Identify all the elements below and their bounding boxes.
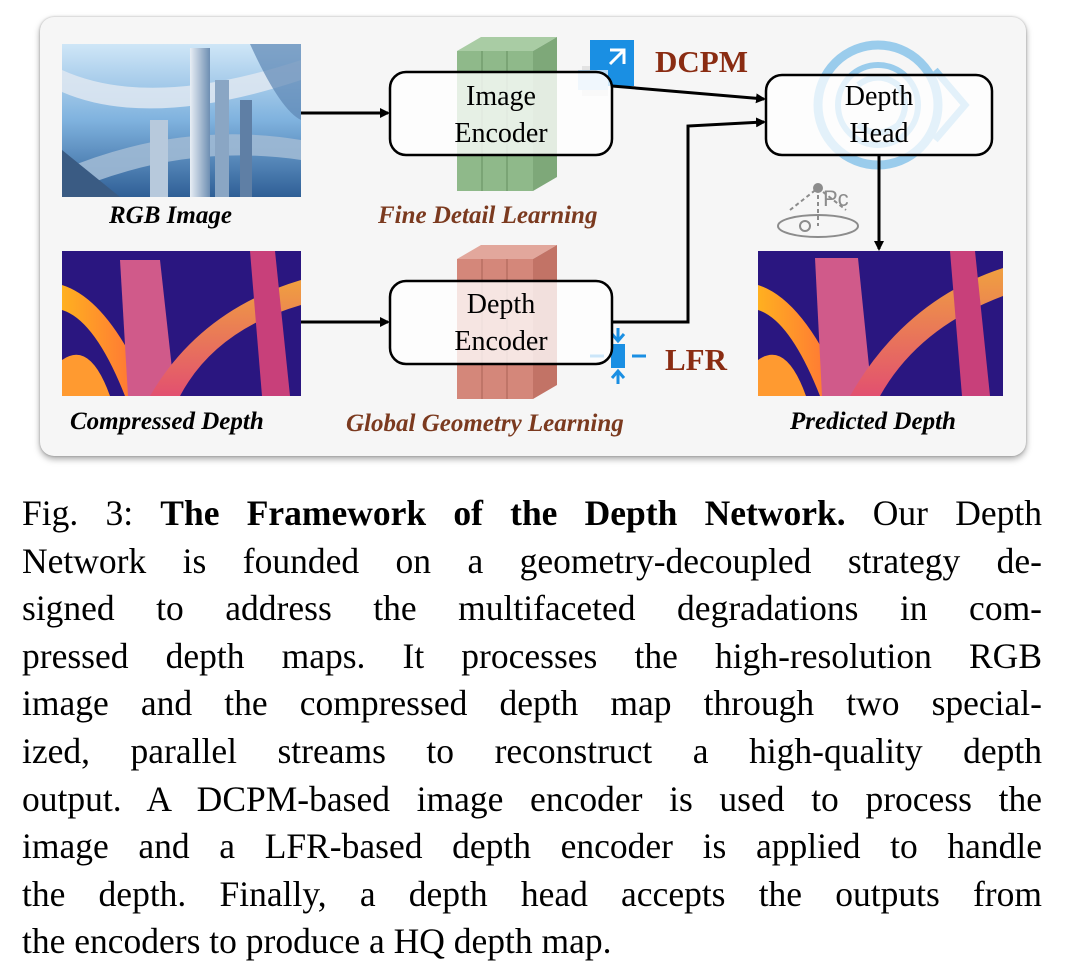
rgb-image-thumbnail	[62, 44, 301, 197]
caption-line-10: the encoders to produce a HQ depth map.	[22, 921, 612, 962]
caption-line-7: output. A DCPM-based image encoder is us…	[22, 778, 1042, 819]
compressed-depth-label: Compressed Depth	[70, 408, 264, 435]
compressed-depth-thumbnail	[62, 251, 301, 396]
dcpm-tag: DCPM	[655, 44, 748, 79]
image-encoder-line1: Image	[466, 81, 536, 112]
lfr-tag: LFR	[665, 342, 727, 377]
caption-line-3: signed to address the multifaceted degra…	[22, 588, 1042, 629]
caption-line-9: the depth. Finally, a depth head accepts…	[22, 873, 1042, 914]
caption-line-1: Fig. 3: The Framework of the Depth Netwo…	[22, 490, 1042, 538]
caption-line-2: Network is founded on a geometry-decoupl…	[22, 540, 1042, 581]
depth-encoder-text: Depth Encoder	[390, 286, 612, 360]
caption-line-6: ized, parallel streams to reconstruct a …	[22, 730, 1042, 771]
predicted-depth-thumbnail	[758, 251, 1003, 396]
caption-bold-title: The Framework of the Depth Network.	[160, 493, 846, 533]
image-encoder-box	[388, 70, 614, 157]
depth-encoder-line1: Depth	[466, 289, 536, 320]
framework-diagram: Pc	[62, 37, 1003, 399]
caption-line-1-rest: Our Depth	[845, 493, 1042, 533]
point-cloud-glyph: Pc	[823, 186, 849, 211]
depth-encoder-line2: Encoder	[454, 326, 548, 357]
image-encoder-line2: Encoder	[454, 118, 548, 149]
caption-line-8: image and a LFR-based depth encoder is a…	[22, 826, 1042, 867]
caption-prefix: Fig. 3:	[22, 493, 161, 533]
predicted-depth-label: Predicted Depth	[790, 408, 956, 435]
flow-arrows	[301, 84, 884, 327]
global-geometry-label: Global Geometry Learning	[346, 410, 624, 437]
fine-detail-label: Fine Detail Learning	[378, 202, 598, 229]
figure-caption: Fig. 3: The Framework of the Depth Netwo…	[22, 490, 1042, 966]
point-cloud-icon	[777, 183, 859, 238]
depth-head-text: Depth Head	[766, 78, 992, 152]
depth-head-line1: Depth	[844, 81, 914, 112]
image-encoder-text: Image Encoder	[390, 78, 612, 152]
caption-line-4: pressed depth maps. It processes the hig…	[22, 635, 1042, 676]
rgb-image-label: RGB Image	[109, 202, 232, 229]
caption-line-5: image and the compressed depth map throu…	[22, 683, 1042, 724]
depth-head-line2: Head	[849, 118, 909, 149]
